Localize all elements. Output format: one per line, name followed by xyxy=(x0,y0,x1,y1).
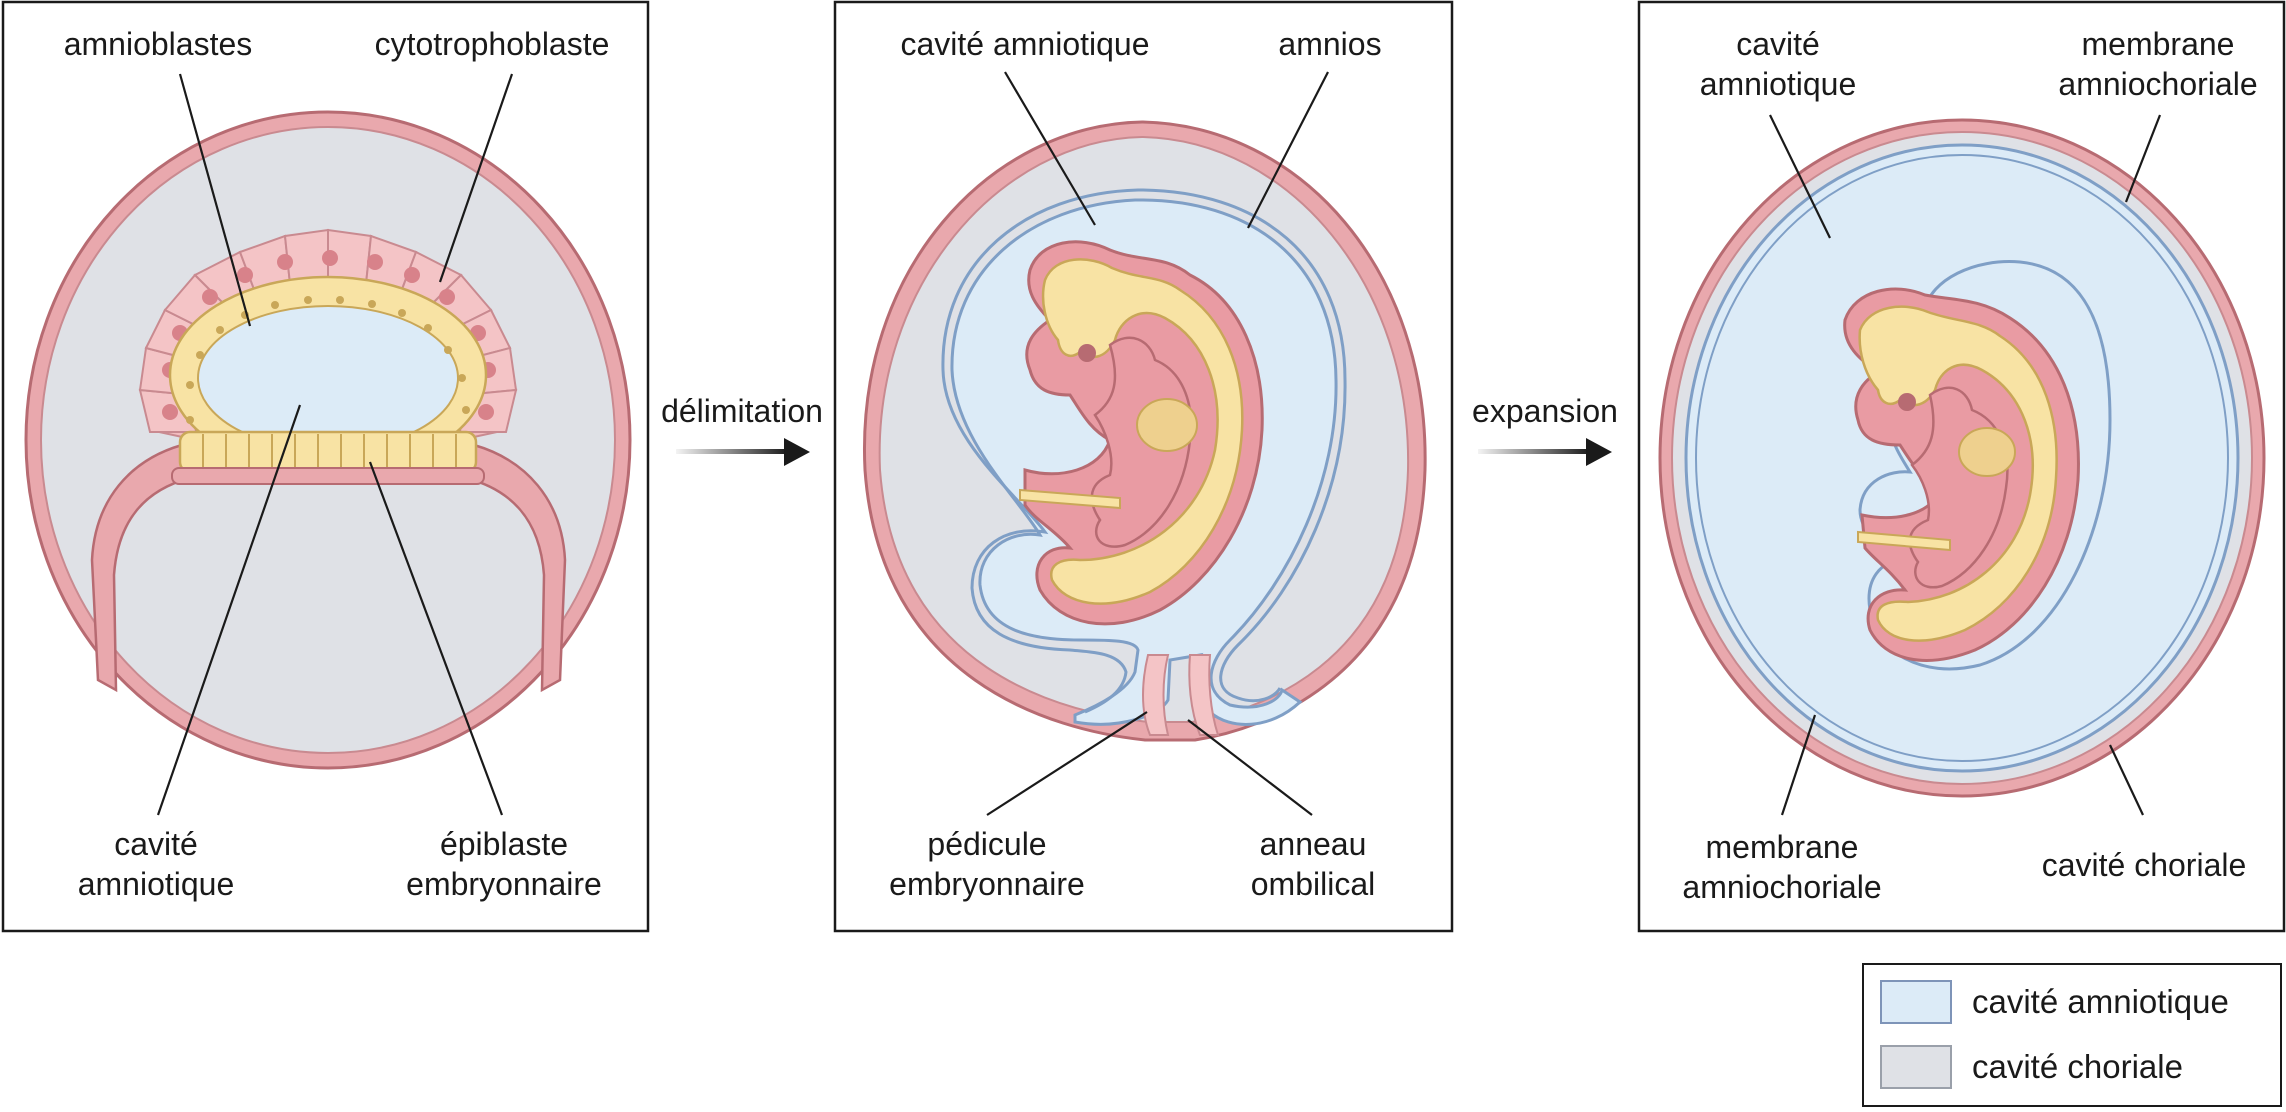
arrow-delimitation: délimitation xyxy=(661,393,823,466)
label-epiblaste-a: épiblaste xyxy=(440,826,568,862)
embryo-tail-band-2 xyxy=(1019,488,1121,510)
amnioblast-cell-dots xyxy=(186,296,470,424)
label-cytotrophoblaste: cytotrophoblaste xyxy=(375,26,610,62)
epiblast-floor xyxy=(178,430,478,474)
label-anneau-a: anneau xyxy=(1260,826,1367,862)
legend-swatch-chorionic xyxy=(1880,1045,1952,1089)
label-pedicule-a: pédicule xyxy=(927,826,1046,862)
label-expansion: expansion xyxy=(1472,393,1618,429)
label-delimitation: délimitation xyxy=(661,393,823,429)
label-membrane-bottom-a: membrane xyxy=(1706,829,1859,865)
legend-item-amniotic: cavité amniotique xyxy=(1880,980,2229,1024)
label-amnios: amnios xyxy=(1278,26,1381,62)
embryo-eye-2 xyxy=(1078,344,1096,362)
embryo-heart-3 xyxy=(1958,427,2016,477)
panel-3: cavité amniotique membrane amniochoriale… xyxy=(1637,0,2286,933)
extraembryonic-strand-left xyxy=(90,443,192,693)
hypoblast-layer xyxy=(171,467,485,485)
label-cavite-amniotique-3b: amniotique xyxy=(1700,66,1857,102)
epiblast-cells xyxy=(202,434,457,470)
embryo-heart-2 xyxy=(1136,398,1198,452)
label-cavite-amniotique-1a: cavité xyxy=(114,826,198,862)
panel-3-leader-lines xyxy=(1769,114,2162,816)
embryo-body-2 xyxy=(1090,336,1193,548)
label-cavite-amniotique-3a: cavité xyxy=(1736,26,1820,62)
label-pedicule-b: embryonnaire xyxy=(889,866,1085,902)
label-amnioblastes: amnioblastes xyxy=(64,26,253,62)
embryo-tail-band-3 xyxy=(1857,530,1951,552)
label-epiblaste-b: embryonnaire xyxy=(406,866,602,902)
amnion-membrane-2 xyxy=(941,188,1347,714)
label-cavite-amniotique-1b: amniotique xyxy=(78,866,235,902)
legend-label-chorionic: cavité choriale xyxy=(1972,1048,2183,1085)
panel-2-leader-lines xyxy=(986,71,1329,816)
legend-item-chorionic: cavité choriale xyxy=(1880,1045,2183,1089)
panel-2: cavité amniotique amnios pédicule embryo… xyxy=(833,0,1454,933)
embryo-eye-3 xyxy=(1898,393,1916,411)
label-membrane-bottom-b: amniochoriale xyxy=(1682,869,1881,905)
arrow-expansion: expansion xyxy=(1472,393,1618,466)
umbilical-stalk-2 xyxy=(1142,654,1220,736)
legend-label-amniotic: cavité amniotique xyxy=(1972,983,2229,1020)
label-cavite-amniotique-2: cavité amniotique xyxy=(900,26,1149,62)
extraembryonic-strand-right xyxy=(464,443,567,693)
amnion-inner-line-3 xyxy=(1695,154,2229,762)
panel-1-leader-lines xyxy=(156,73,514,816)
label-membrane-top-b: amniochoriale xyxy=(2058,66,2257,102)
panel-1: amnioblastes cytotrophoblaste cavité amn… xyxy=(1,0,650,933)
label-anneau-b: ombilical xyxy=(1251,866,1375,902)
amniotic-cavity-1 xyxy=(197,305,459,451)
label-membrane-top-a: membrane xyxy=(2082,26,2235,62)
legend: cavité amniotique cavité choriale xyxy=(1862,963,2282,1107)
legend-swatch-amniotic xyxy=(1880,980,1952,1024)
label-cavite-choriale: cavité choriale xyxy=(2042,847,2247,883)
